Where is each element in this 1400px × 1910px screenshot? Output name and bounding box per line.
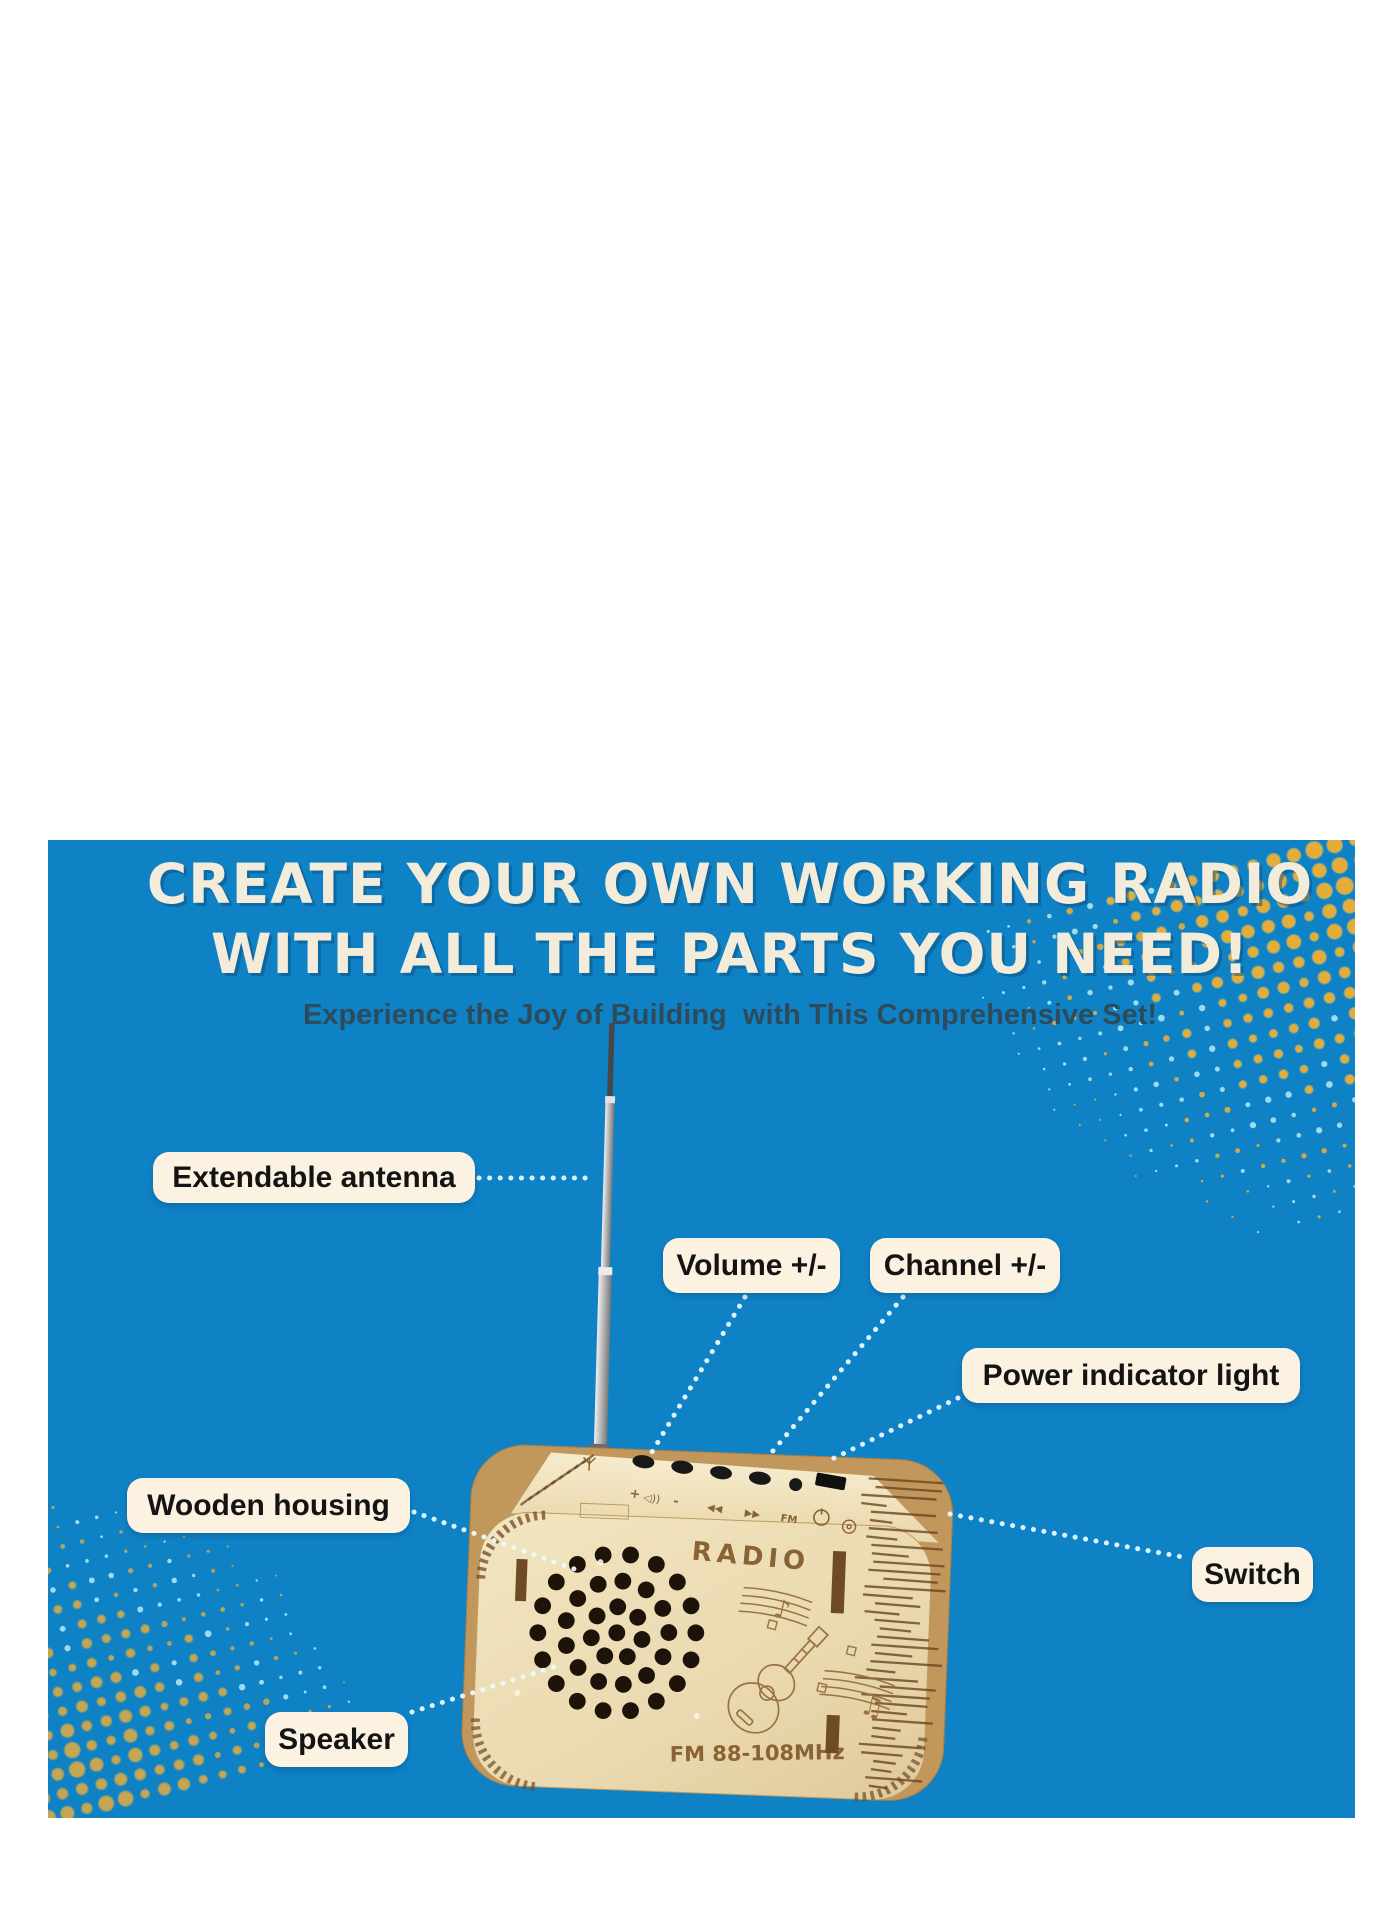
callout-wooden-housing: Wooden housing [127, 1478, 410, 1533]
callout-volume: Volume +/- [663, 1238, 840, 1293]
callout-extendable-antenna: Extendable antenna [153, 1152, 475, 1203]
callout-power-indicator: Power indicator light [962, 1348, 1300, 1403]
callout-label: Wooden housing [147, 1488, 390, 1522]
callout-label: Extendable antenna [172, 1160, 456, 1194]
callout-channel: Channel +/- [870, 1238, 1060, 1293]
title-line-2: WITH ALL THE PARTS YOU NEED! [210, 921, 1250, 986]
callout-switch: Switch [1192, 1547, 1313, 1602]
callout-label: Speaker [278, 1722, 395, 1756]
subtitle: Experience the Joy of Building with This… [302, 999, 1158, 1032]
callout-label: Switch [1204, 1557, 1301, 1591]
callout-speaker: Speaker [265, 1712, 408, 1767]
callout-label: Volume +/- [676, 1248, 827, 1282]
title-line-1: CREATE YOUR OWN WORKING RADIO [146, 852, 1314, 916]
headline-block: CREATE YOUR OWN WORKING RADIO WITH ALL T… [60, 852, 1400, 1032]
callout-label: Channel +/- [883, 1248, 1047, 1282]
callout-label: Power indicator light [982, 1358, 1280, 1392]
